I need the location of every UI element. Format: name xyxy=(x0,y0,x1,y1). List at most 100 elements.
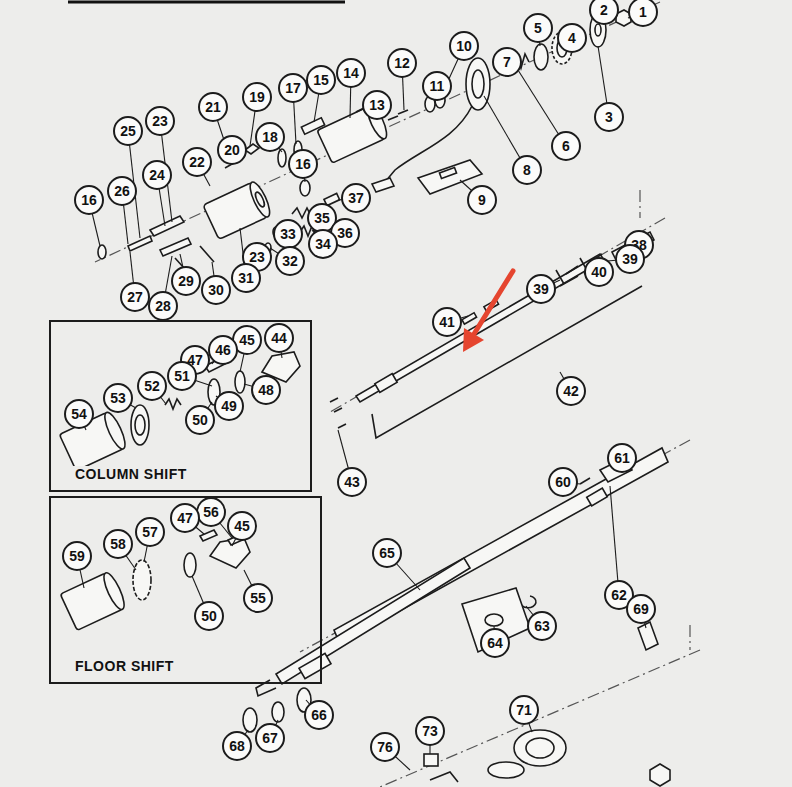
callout-circle: 76 xyxy=(370,732,400,762)
callout-number: 13 xyxy=(369,98,385,112)
callout-number: 52 xyxy=(144,379,160,393)
callout-number: 44 xyxy=(271,331,287,345)
callout-number: 45 xyxy=(234,519,250,533)
callout-number: 21 xyxy=(205,100,221,114)
callout-number: 48 xyxy=(258,383,274,397)
callout-circle: 63 xyxy=(527,611,557,641)
shift-group-box: FLOOR SHIFT5647455758595550 xyxy=(49,496,322,684)
callout-circle: 24 xyxy=(142,160,172,190)
callout-circle: 60 xyxy=(548,467,578,497)
callout-number: 33 xyxy=(280,227,296,241)
callout-number: 64 xyxy=(487,636,503,650)
callout-number: 63 xyxy=(534,619,550,633)
callout-number: 1 xyxy=(639,5,647,19)
callout-circle: 44 xyxy=(264,323,294,353)
callout-number: 50 xyxy=(201,609,217,623)
callout-circle: 3 xyxy=(594,102,624,132)
callout-circle: 54 xyxy=(64,399,94,429)
callout-circle: 11 xyxy=(422,71,452,101)
callout-number: 51 xyxy=(174,369,190,383)
callout-circle: 14 xyxy=(336,58,366,88)
callout-number: 24 xyxy=(149,168,165,182)
callout-number: 17 xyxy=(285,81,301,95)
callout-number: 30 xyxy=(208,283,224,297)
callout-circle: 4 xyxy=(557,23,587,53)
callout-circle: 6 xyxy=(551,131,581,161)
callout-number: 73 xyxy=(422,724,438,738)
callout-circle: 31 xyxy=(231,263,261,293)
callout-circle: 34 xyxy=(308,229,338,259)
callout-number: 19 xyxy=(249,90,265,104)
callout-circle: 33 xyxy=(273,219,303,249)
callout-circle: 52 xyxy=(137,371,167,401)
callout-number: 61 xyxy=(614,451,630,465)
callout-number: 23 xyxy=(249,250,265,264)
callout-number: 5 xyxy=(534,21,542,35)
callout-number: 53 xyxy=(110,391,126,405)
callout-number: 16 xyxy=(295,157,311,171)
callout-circle: 43 xyxy=(337,467,367,497)
callout-number: 47 xyxy=(177,511,193,525)
callout-circle: 51 xyxy=(167,361,197,391)
callout-number: 41 xyxy=(439,315,455,329)
callout-number: 11 xyxy=(430,79,445,93)
callout-circle: 71 xyxy=(509,695,539,725)
callout-number: 58 xyxy=(110,537,126,551)
callout-circle: 37 xyxy=(341,183,371,213)
callout-number: 23 xyxy=(152,114,168,128)
callout-number: 28 xyxy=(155,299,171,313)
callout-number: 62 xyxy=(611,588,627,602)
callout-number: 12 xyxy=(394,56,410,70)
callout-circle: 15 xyxy=(306,65,336,95)
callout-number: 27 xyxy=(127,290,143,304)
callout-circle: 32 xyxy=(275,246,305,276)
callout-circle: 21 xyxy=(198,92,228,122)
callout-number: 32 xyxy=(282,254,298,268)
callout-circle: 40 xyxy=(584,257,614,287)
callout-number: 56 xyxy=(203,505,219,519)
callout-circle: 26 xyxy=(107,176,137,206)
callout-number: 40 xyxy=(591,265,607,279)
callout-circle: 16 xyxy=(288,149,318,179)
callout-number: 10 xyxy=(456,39,472,53)
callout-circle: 58 xyxy=(103,529,133,559)
callout-circle: 16 xyxy=(74,185,104,215)
callout-number: 39 xyxy=(533,282,549,296)
callout-number: 45 xyxy=(239,333,255,347)
callout-circle: 45 xyxy=(227,511,257,541)
callout-number: 37 xyxy=(348,191,364,205)
callout-circle: 18 xyxy=(255,122,285,152)
callout-circle: 73 xyxy=(415,716,445,746)
callout-circle: 13 xyxy=(362,90,392,120)
callout-circle: 10 xyxy=(449,31,479,61)
callout-circle: 56 xyxy=(196,497,226,527)
callout-circle: 9 xyxy=(467,185,497,215)
callout-number: 4 xyxy=(568,31,576,45)
callout-number: 8 xyxy=(523,163,531,177)
callout-circle: 41 xyxy=(432,307,462,337)
callout-number: 57 xyxy=(142,525,158,539)
callout-circle: 22 xyxy=(182,147,212,177)
callout-number: 20 xyxy=(224,143,240,157)
callout-circle: 42 xyxy=(556,376,586,406)
callout-number: 14 xyxy=(343,66,359,80)
callout-circle: 53 xyxy=(103,383,133,413)
callout-circle: 27 xyxy=(120,282,150,312)
callout-number: 18 xyxy=(262,130,278,144)
callout-circle: 12 xyxy=(387,48,417,78)
callout-circle: 19 xyxy=(242,82,272,112)
callout-number: 39 xyxy=(622,252,638,266)
callout-circle: 69 xyxy=(626,594,656,624)
callout-circle: 50 xyxy=(194,601,224,631)
callout-number: 42 xyxy=(563,384,579,398)
group-title: FLOOR SHIFT xyxy=(73,658,176,674)
callout-circle: 47 xyxy=(170,503,200,533)
callout-circle: 7 xyxy=(492,47,522,77)
callout-circle: 64 xyxy=(480,628,510,658)
callout-number: 6 xyxy=(562,139,570,153)
callout-circle: 57 xyxy=(135,517,165,547)
callout-circle: 39 xyxy=(526,274,556,304)
callout-circle: 66 xyxy=(304,700,334,730)
callout-number: 16 xyxy=(81,193,97,207)
group-title: COLUMN SHIFT xyxy=(73,466,189,482)
